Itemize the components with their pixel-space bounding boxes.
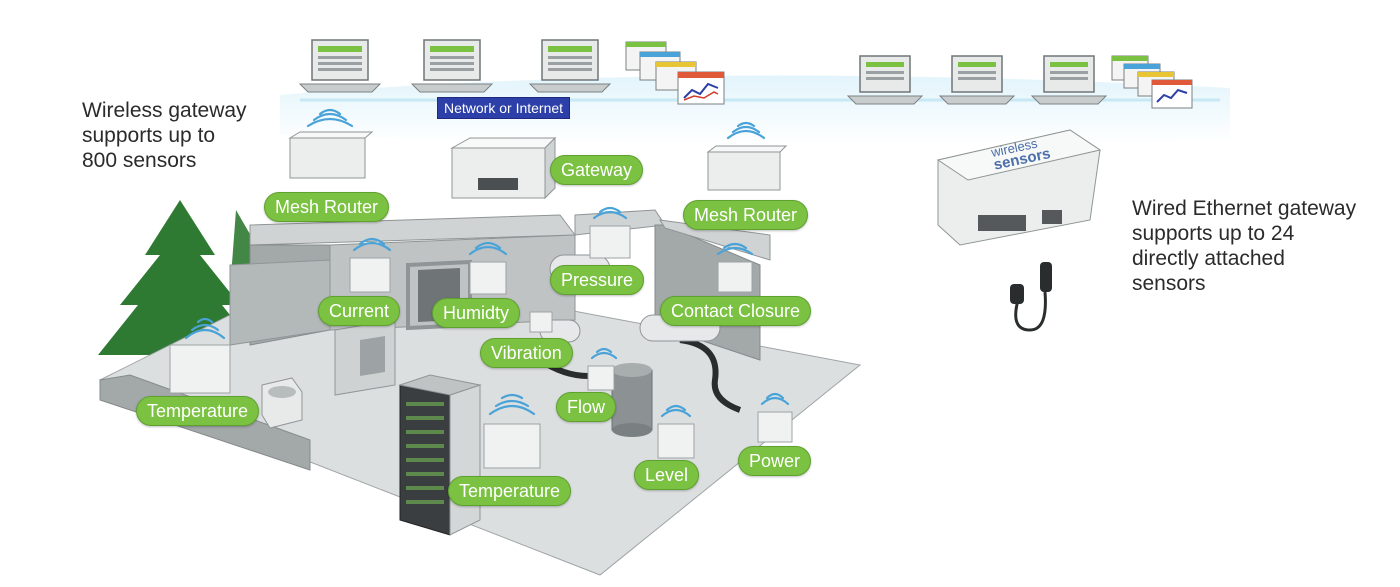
mesh-router-device-right (706, 145, 788, 191)
caption-line: supports up to (82, 124, 216, 147)
caption-line: sensors (1132, 272, 1206, 295)
label-flow: Flow (556, 392, 617, 422)
caption-line: 800 sensors (82, 149, 197, 172)
label-humidity: Humidty (432, 298, 521, 328)
laptop-icon-6 (1030, 55, 1108, 105)
wireless-gateway-device (450, 136, 557, 200)
sensor-device-icons (169, 225, 793, 469)
mesh-router-device-left (288, 131, 374, 179)
laptop-icon-4 (846, 55, 924, 105)
wired-gateway-caption: Wired Ethernet gateway supports up to 24… (1132, 196, 1356, 296)
laptop-icon-1 (298, 39, 382, 93)
label-mesh-router-right: Mesh Router (683, 200, 809, 230)
reports-icon-right (1111, 55, 1193, 109)
laptop-icon-5 (938, 55, 1016, 105)
tank-icon (611, 363, 653, 437)
label-mesh-router-left: Mesh Router (264, 192, 390, 222)
label-current: Current (318, 296, 401, 326)
caption-line: Wireless gateway (82, 99, 247, 122)
label-temperature-center: Temperature (448, 476, 572, 506)
label-gateway: Gateway (550, 155, 644, 185)
label-vibration: Vibration (480, 338, 573, 368)
server-rack-icon (398, 374, 482, 536)
ethernet-gateway-device (936, 129, 1102, 246)
label-level: Level (634, 460, 700, 490)
cabinet-icon (334, 319, 396, 396)
ac-unit-icon (261, 377, 303, 429)
label-contact-closure: Contact Closure (660, 296, 812, 326)
label-temperature-left: Temperature (136, 396, 260, 426)
cable-sensor-icon (1010, 262, 1052, 332)
reports-icon-left (625, 41, 725, 105)
label-pressure: Pressure (550, 265, 645, 295)
label-power: Power (738, 446, 812, 476)
caption-line: supports up to 24 (1132, 222, 1295, 245)
network-label: Network or Internet (437, 97, 571, 119)
laptop-icon-2 (410, 39, 494, 93)
laptop-icon-3 (528, 39, 612, 93)
wifi-signal-icons (184, 108, 790, 418)
wireless-gateway-caption: Wireless gateway supports up to 800 sens… (82, 98, 247, 173)
caption-line: directly attached (1132, 247, 1285, 270)
caption-line: Wired Ethernet gateway (1132, 197, 1357, 220)
